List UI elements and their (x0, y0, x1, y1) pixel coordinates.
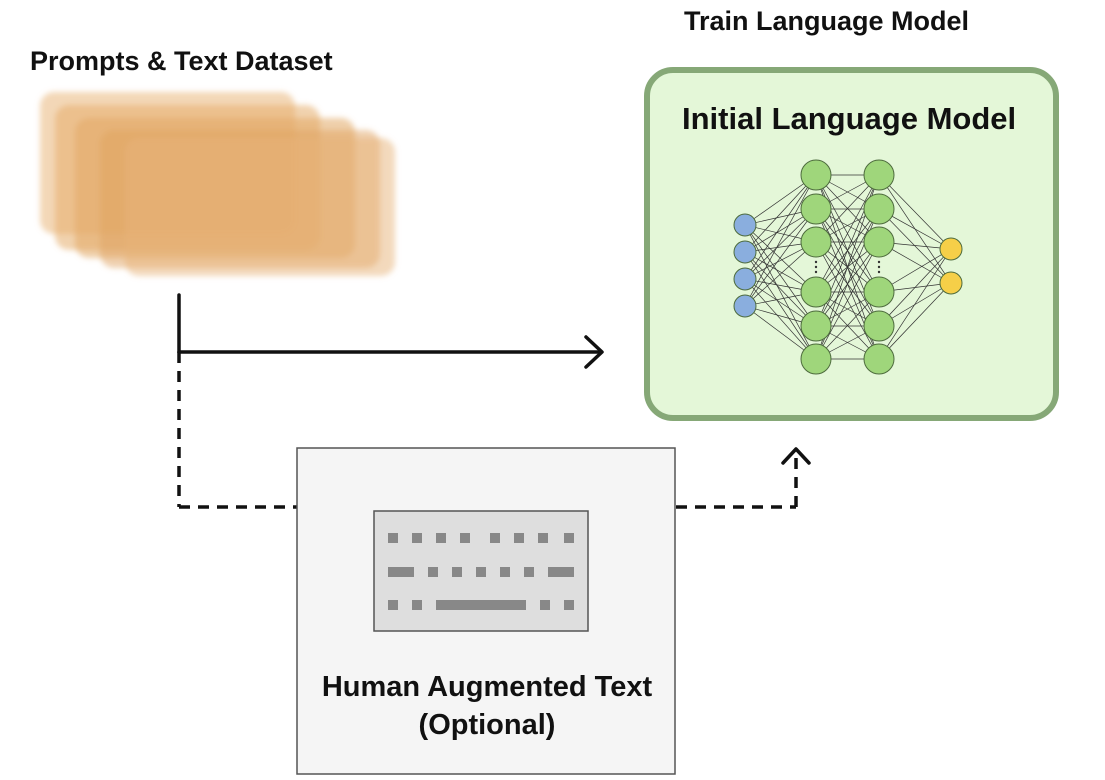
network-connection (878, 208, 952, 284)
hidden-node (863, 343, 895, 375)
dataset-title: Prompts & Text Dataset (30, 46, 333, 76)
optional-path-arrowhead (781, 447, 811, 465)
network-connection (744, 224, 817, 327)
hidden-node (800, 310, 832, 342)
network-connection (744, 208, 817, 280)
network-connection (744, 208, 817, 307)
output-node (939, 271, 963, 295)
ellipsis-dot (877, 260, 881, 264)
hidden-node (800, 276, 832, 308)
optional-human-path (177, 352, 798, 509)
input-node (733, 267, 757, 291)
hidden-node (863, 310, 895, 342)
output-node (939, 237, 963, 261)
network-connection (744, 174, 817, 253)
ellipsis-dot (814, 265, 818, 269)
network-connection (744, 278, 817, 360)
network-connection (878, 174, 952, 250)
hidden-node (800, 226, 832, 258)
model-box (644, 67, 1059, 421)
ellipsis-dot (877, 265, 881, 269)
network-connection (744, 174, 817, 307)
document-stack-icon (40, 92, 395, 276)
network-connection (744, 241, 817, 307)
model-title: Initial Language Model (682, 101, 1017, 136)
hidden-node (800, 193, 832, 225)
input-node (733, 240, 757, 264)
ellipsis-dot (814, 270, 818, 274)
hidden-node (800, 159, 832, 191)
human-augmented-text-label: Human Augmented Text (Optional) (321, 671, 653, 741)
hidden-node (863, 193, 895, 225)
network-connection (744, 224, 817, 360)
ellipsis-dot (877, 270, 881, 274)
network-connection (815, 174, 880, 293)
network-connection (744, 224, 817, 293)
network-connection (815, 241, 880, 360)
ellipsis-dot (814, 260, 818, 264)
input-node (733, 294, 757, 318)
hidden-node (800, 343, 832, 375)
network-connection (878, 248, 952, 327)
dataset-to-model-arrow (177, 293, 604, 369)
hidden-node (863, 159, 895, 191)
keyboard-icon (373, 510, 589, 632)
neural-network-icon (733, 159, 963, 375)
network-connection (744, 251, 817, 327)
hidden-node (863, 276, 895, 308)
network-connection (744, 251, 817, 360)
network-connection (878, 282, 952, 360)
network-connection (878, 248, 952, 360)
train-language-model-title: Train Language Model (684, 6, 970, 36)
hidden-node (863, 226, 895, 258)
input-node (733, 213, 757, 237)
network-connection (744, 174, 817, 280)
